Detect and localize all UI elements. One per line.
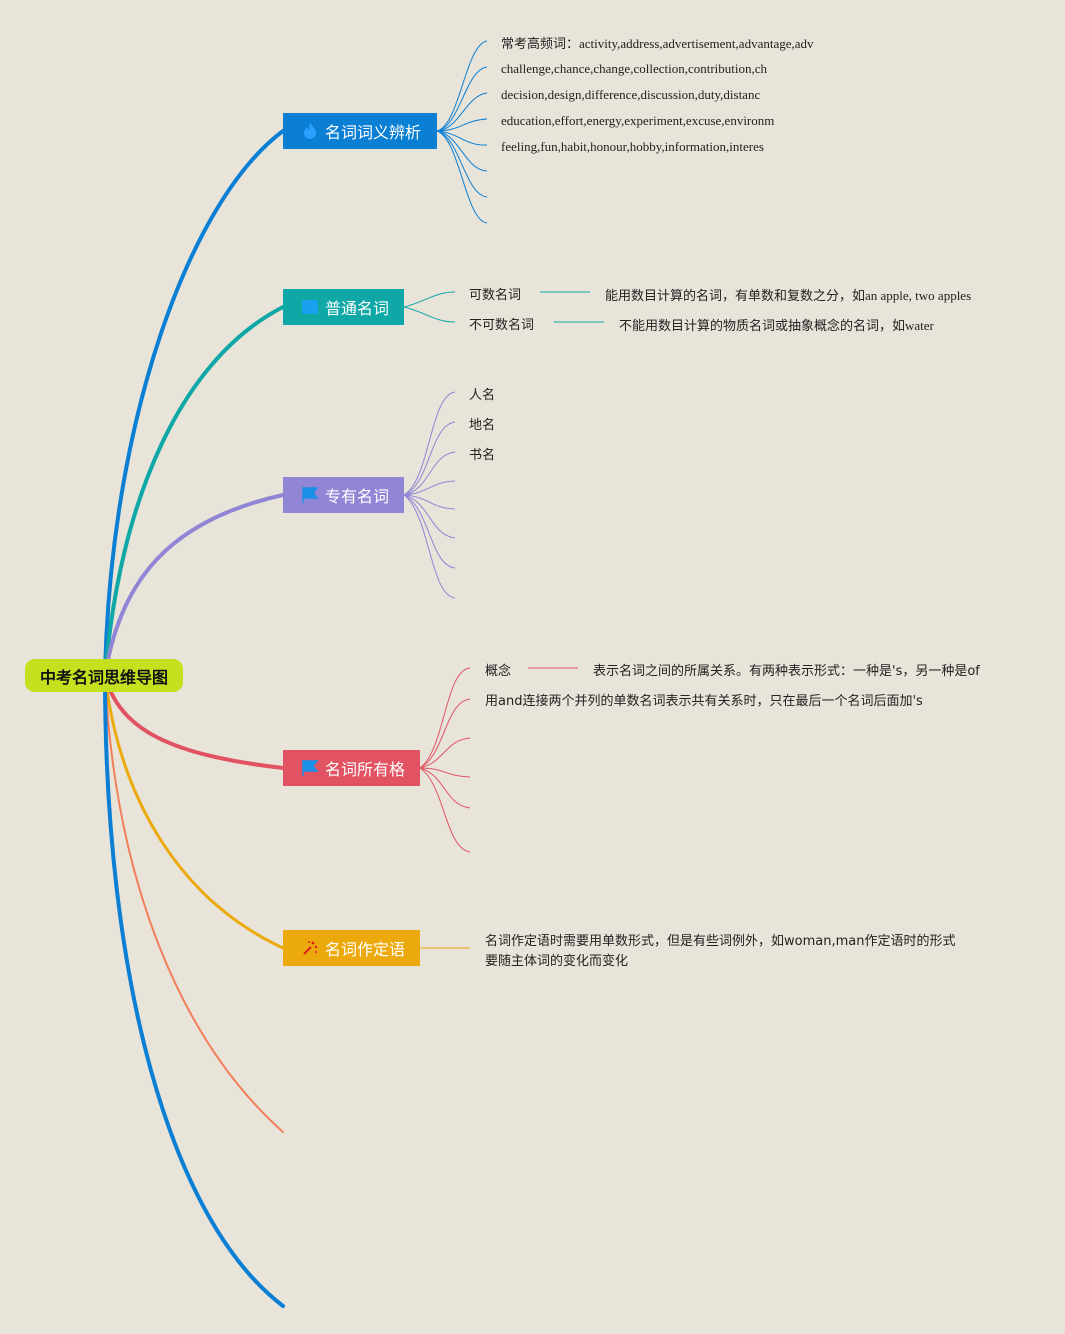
list-item: feeling,fun,habit,honour,hobby,informati… xyxy=(501,139,764,154)
list-item: 书名 xyxy=(469,448,496,463)
list-item-detail: 能用数目计算的名词，有单数和复数之分，如an apple, two apples xyxy=(605,288,972,303)
branch-node-noun-as-modifier[interactable]: 名词作定语 xyxy=(283,930,420,966)
root-label: 中考名词思维导图 xyxy=(39,667,168,687)
branch-node-synonyms[interactable]: 名词词义辨析 xyxy=(283,113,437,149)
connector-branch-1 xyxy=(103,129,285,678)
branch-label: 普通名词 xyxy=(325,299,390,318)
list-item: 要随主体词的变化而变化 xyxy=(485,954,629,969)
list-item: decision,design,difference,discussion,du… xyxy=(501,87,761,102)
branch-label: 名词作定语 xyxy=(325,940,406,959)
list-item: education,effort,energy,experiment,excus… xyxy=(501,113,775,128)
list-item: challenge,chance,change,collection,contr… xyxy=(501,61,768,76)
connector-branch-6 xyxy=(104,675,284,1133)
list-item: 不可数名词 xyxy=(469,318,535,333)
flag-icon xyxy=(302,760,319,776)
flame-icon xyxy=(304,123,316,139)
branch-node-possessive[interactable]: 名词所有格 xyxy=(283,750,420,786)
list-item: 常考高频词：activity,address,advertisement,adv… xyxy=(501,36,814,51)
branch-node-common-nouns[interactable]: 普通名词 xyxy=(283,289,404,325)
sparkle-icon xyxy=(303,941,318,955)
connector-branch-3 xyxy=(103,493,285,678)
flag-icon xyxy=(302,487,319,503)
list-item: 概念 xyxy=(485,664,512,679)
square-icon xyxy=(302,300,318,314)
list-item-detail: 表示名词之间的所属关系。有两种表示形式：一种是's，另一种是of xyxy=(593,664,980,679)
connector-branch-5 xyxy=(103,674,285,950)
branch-label: 名词所有格 xyxy=(325,760,406,779)
root-node[interactable]: 中考名词思维导图 xyxy=(25,659,183,692)
connector-branch-4 xyxy=(103,674,285,770)
branch-label: 专有名词 xyxy=(325,487,390,506)
list-item: 用and连接两个并列的单数名词表示共有关系时，只在最后一个名词后面加's xyxy=(485,694,923,709)
list-item: 可数名词 xyxy=(469,288,522,303)
list-item: 地名 xyxy=(469,418,496,433)
list-item-detail: 不能用数目计算的物质名词或抽象概念的名词，如water xyxy=(619,318,934,333)
branch-label: 名词词义辨析 xyxy=(325,123,422,142)
connector-branch-2 xyxy=(103,305,285,678)
list-item: 人名 xyxy=(469,388,496,403)
branch-node-proper-nouns[interactable]: 专有名词 xyxy=(283,477,404,513)
connector-branch-7 xyxy=(103,674,285,1308)
list-item: 名词作定语时需要用单数形式，但是有些词例外，如woman,man作定语时的形式 xyxy=(485,934,956,949)
